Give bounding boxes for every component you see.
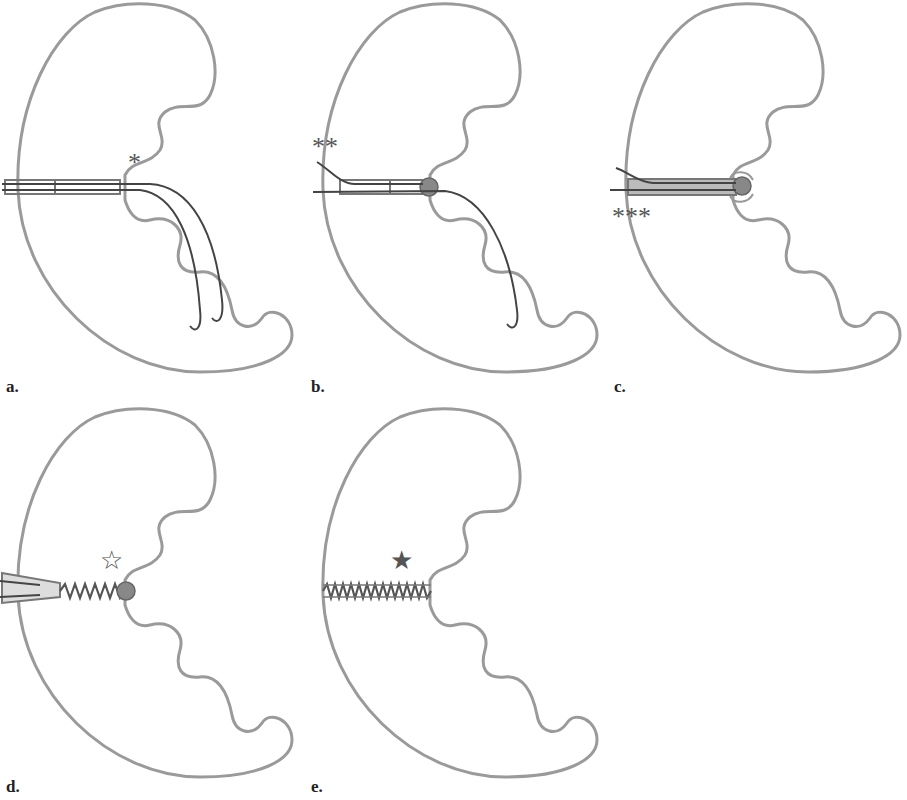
panel-letter: c. <box>614 378 626 395</box>
panel-letter: b. <box>311 378 325 395</box>
kidney-panel <box>323 409 597 777</box>
kidney-panel <box>0 409 292 777</box>
panel-letter: d. <box>6 778 20 795</box>
panel-letter: a. <box>6 378 19 395</box>
callout-mark: *** <box>612 204 651 230</box>
kidney-panel <box>313 4 597 372</box>
callout-mark: ** <box>312 134 338 160</box>
kidney-panel <box>610 4 900 372</box>
callout-mark: * <box>128 150 141 176</box>
callout-mark: ☆ <box>100 548 123 574</box>
panel-letter: e. <box>311 778 323 795</box>
callout-mark: ★ <box>390 548 413 574</box>
kidney-panel <box>2 4 292 372</box>
